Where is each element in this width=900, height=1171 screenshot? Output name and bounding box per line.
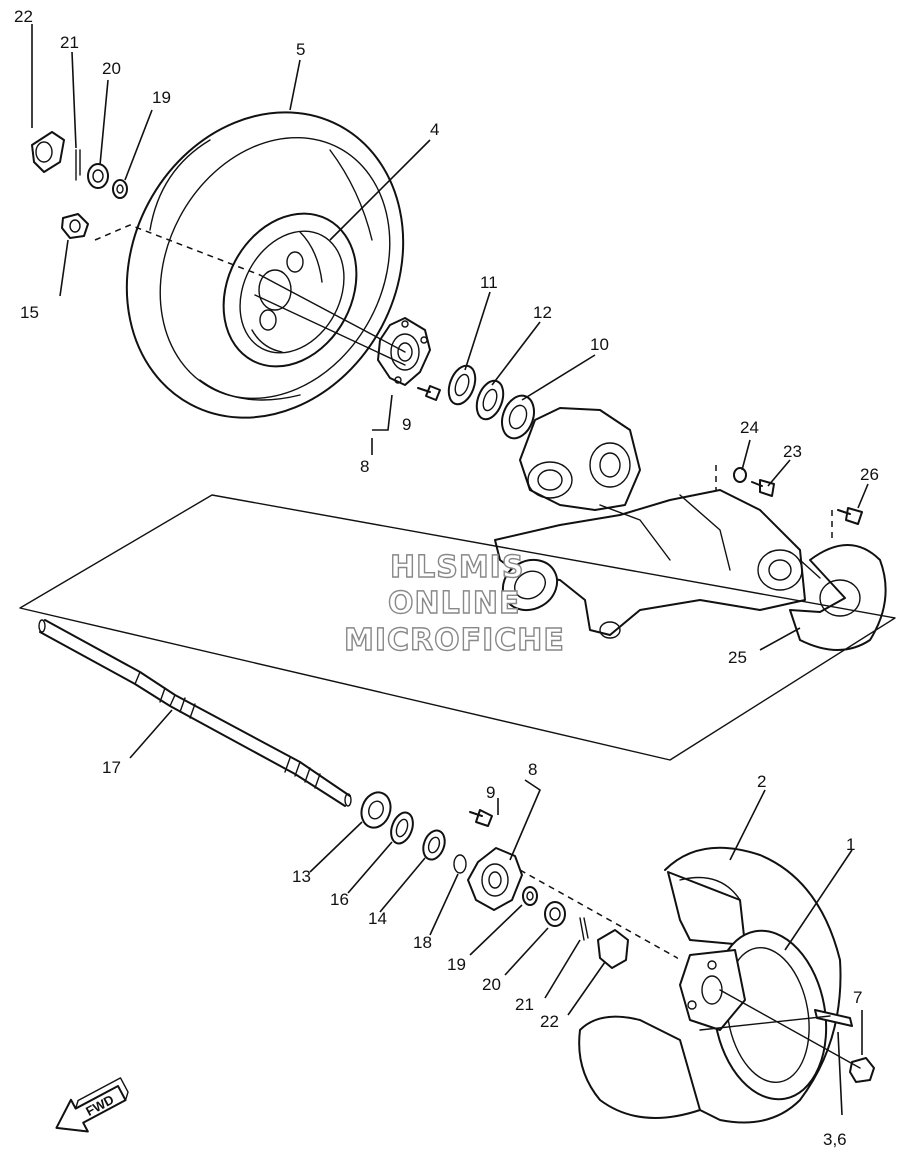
callout-16: 16	[330, 890, 349, 909]
callout-5: 5	[296, 40, 305, 59]
lower-wheel-rim-icon	[679, 929, 828, 1101]
upper-bolt-icon	[417, 385, 441, 401]
lower-bolt-icon	[469, 809, 493, 827]
callout-labels: 22 21 20 19 5 4 15 11 12 10 9 8 24 23 26…	[14, 7, 879, 1149]
assembly-line-upper-center2	[254, 294, 406, 366]
fwd-arrow-icon: FWD	[55, 1077, 129, 1133]
callout-22-lower: 22	[540, 1012, 559, 1031]
seal-14-icon	[422, 829, 446, 861]
valve-stem-icon	[814, 1009, 853, 1027]
callout-15: 15	[20, 303, 39, 322]
seal-16-icon	[390, 811, 414, 845]
callout-18: 18	[413, 933, 432, 952]
watermark-line-2: ONLINE	[388, 586, 521, 621]
nut-7-icon	[849, 1057, 875, 1083]
callout-14: 14	[368, 909, 387, 928]
upper-wheel-rim-icon	[222, 212, 358, 368]
callout-19-upper: 19	[152, 88, 171, 107]
callout-23: 23	[783, 442, 802, 461]
assembly-line-upper-left	[94, 224, 261, 276]
callout-9-lower: 9	[486, 783, 495, 802]
cap-22-upper-icon	[31, 131, 65, 173]
bolt-26-icon	[837, 507, 863, 525]
callout-8-lower: 8	[528, 760, 537, 779]
callout-12: 12	[533, 303, 552, 322]
lower-hub-icon	[467, 847, 523, 911]
shield-25-icon	[789, 544, 887, 651]
callout-17: 17	[102, 758, 121, 777]
callout-19-lower: 19	[447, 955, 466, 974]
callout-9-upper: 9	[402, 415, 411, 434]
assembly-boundary	[19, 494, 896, 761]
callout-1: 1	[846, 835, 855, 854]
callout-2: 2	[757, 772, 766, 791]
assembly-line-nut7	[719, 989, 861, 1069]
cotter-pin-21-lower-icon	[579, 917, 589, 941]
assembly-line-upper-center	[259, 274, 406, 353]
callout-7: 7	[853, 988, 862, 1007]
swingarm-icon	[494, 407, 806, 639]
callout-10: 10	[590, 335, 609, 354]
callout-21-lower: 21	[515, 995, 534, 1014]
watermark-line-3: MICROFICHE	[344, 623, 565, 658]
bearing-13-icon	[360, 791, 392, 829]
cotter-pin-21-upper-icon	[75, 149, 81, 181]
watermark: HLSMIS ONLINE MICROFICHE	[343, 549, 565, 658]
washer-24-icon	[733, 467, 747, 483]
callout-20-lower: 20	[482, 975, 501, 994]
nut-20-upper-icon	[87, 163, 109, 189]
callout-24: 24	[740, 418, 759, 437]
washer-19-upper-icon	[112, 179, 128, 199]
nut-20-lower-icon	[544, 901, 566, 927]
callout-25: 25	[728, 648, 747, 667]
callout-8-upper: 8	[360, 457, 369, 476]
watermark-line-1: HLSMIS	[390, 550, 524, 585]
bearing-12-icon	[475, 379, 505, 421]
callout-21-upper: 21	[60, 33, 79, 52]
callout-11: 11	[480, 273, 498, 292]
axle-icon	[38, 619, 352, 807]
assembly-line-valve	[699, 1015, 831, 1031]
oring-18-icon	[453, 854, 467, 874]
callout-13: 13	[292, 867, 311, 886]
callout-4: 4	[430, 120, 439, 139]
bearing-10-icon	[501, 394, 535, 440]
leader-lines	[31, 24, 869, 1116]
cap-22-lower-icon	[597, 929, 629, 969]
bolt-23-icon	[751, 479, 775, 497]
nut-15-icon	[61, 213, 89, 239]
washer-19-lower-icon	[522, 886, 538, 906]
callout-20-upper: 20	[102, 59, 121, 78]
callout-26: 26	[860, 465, 879, 484]
bearing-11-icon	[447, 364, 477, 406]
callout-3-6: 3,6	[823, 1130, 847, 1149]
callout-22-upper: 22	[14, 7, 33, 26]
